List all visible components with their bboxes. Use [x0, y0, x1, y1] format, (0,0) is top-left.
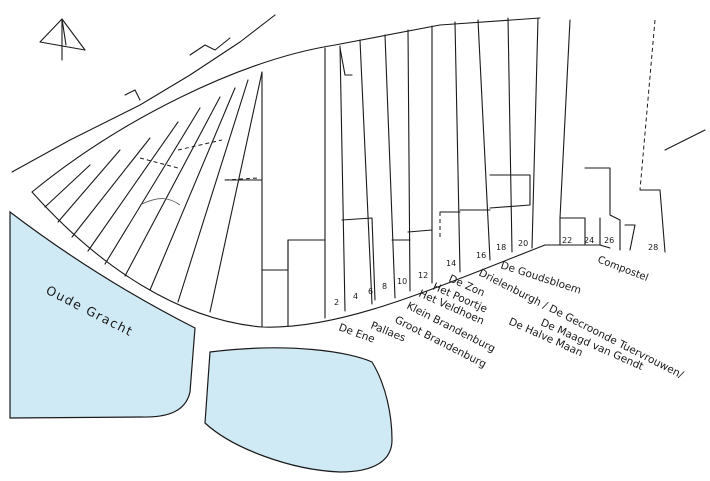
house-number-24: 24	[584, 236, 594, 245]
house-number-28: 28	[648, 243, 658, 252]
house-number-18: 18	[496, 243, 506, 252]
house-number-2: 2	[334, 298, 339, 307]
plot-lines	[44, 17, 539, 328]
northwest-jetty-2	[124, 89, 141, 101]
north-arrow-icon	[39, 18, 86, 61]
house-number-22: 22	[562, 236, 572, 245]
house-numbers: 2 4 6 8 10 12 14 16 18 20 22 24 26 28	[334, 236, 658, 307]
house-number-14: 14	[446, 259, 456, 268]
house-number-4: 4	[353, 292, 358, 301]
house-number-12: 12	[418, 271, 428, 280]
canal-basin-south	[204, 347, 393, 473]
dashed-boundaries	[139, 19, 656, 240]
house-number-16: 16	[476, 251, 486, 260]
house-number-10: 10	[397, 277, 407, 286]
northwest-street-edge	[11, 14, 276, 173]
northwest-jetty-1	[189, 37, 231, 56]
building-outlines	[224, 47, 531, 301]
house-number-8: 8	[382, 282, 387, 291]
compostel-block	[544, 19, 706, 253]
street-label-compostel: Compostel	[596, 255, 650, 284]
house-number-26: 26	[604, 236, 614, 245]
house-number-20: 20	[518, 239, 528, 248]
block-outer-edge	[31, 17, 541, 193]
oude-gracht-canal	[9, 210, 196, 419]
house-number-6: 6	[368, 287, 373, 296]
ditch-line	[139, 198, 181, 206]
